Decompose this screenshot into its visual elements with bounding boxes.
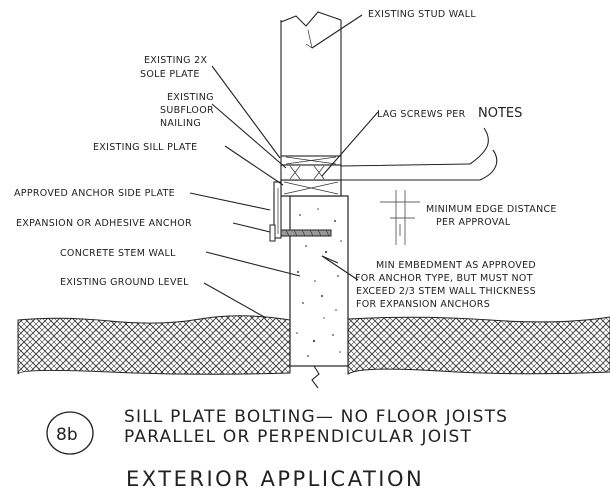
label-anchor-side-plate: APPROVED ANCHOR SIDE PLATE bbox=[14, 188, 175, 199]
label-sill-plate: EXISTING SILL PLATE bbox=[93, 142, 197, 153]
label-lag-screws-notes: NOTES bbox=[478, 106, 522, 121]
label-sole-plate-1: EXISTING 2X bbox=[144, 55, 207, 66]
detail-title-line-2: PARALLEL OR PERPENDICULAR JOIST bbox=[124, 427, 472, 447]
sill-plate bbox=[280, 179, 342, 197]
leader-lines bbox=[189, 14, 379, 319]
floor-edge bbox=[340, 127, 498, 181]
detail-title-line-1: SILL PLATE BOLTING— NO FLOOR JOISTS bbox=[124, 407, 508, 427]
label-edge-distance-1: MINIMUM EDGE DISTANCE bbox=[426, 204, 557, 215]
label-embedment-4: FOR EXPANSION ANCHORS bbox=[356, 299, 490, 310]
concrete-stem-wall bbox=[289, 195, 349, 389]
anchor-side-plate bbox=[273, 181, 282, 239]
stud-wall bbox=[280, 11, 342, 181]
expansion-anchor bbox=[269, 224, 332, 242]
label-stem-wall: CONCRETE STEM WALL bbox=[60, 248, 176, 259]
label-lag-screws: LAG SCREWS PER bbox=[377, 109, 466, 120]
label-edge-distance-2: PER APPROVAL bbox=[436, 217, 511, 228]
detail-id: 8b bbox=[56, 425, 78, 445]
label-subfloor-1: EXISTING bbox=[167, 92, 214, 103]
label-embedment-1: MIN EMBEDMENT AS APPROVED bbox=[376, 260, 536, 271]
label-sole-plate-2: SOLE PLATE bbox=[140, 69, 200, 80]
ground-hatch bbox=[17, 315, 610, 375]
label-existing-stud-wall: EXISTING STUD WALL bbox=[368, 9, 476, 20]
label-expansion-anchor: EXPANSION OR ADHESIVE ANCHOR bbox=[16, 218, 192, 229]
label-ground-level: EXISTING GROUND LEVEL bbox=[60, 277, 189, 288]
label-subfloor-2: SUBFLOOR bbox=[160, 105, 214, 116]
edge-distance-dimension bbox=[380, 190, 420, 245]
label-subfloor-3: NAILING bbox=[160, 118, 201, 129]
detail-subtitle: EXTERIOR APPLICATION bbox=[126, 467, 424, 491]
label-embedment-3: EXCEED 2/3 STEM WALL THICKNESS bbox=[356, 286, 536, 297]
detail-bubble bbox=[46, 411, 94, 455]
label-embedment-2: FOR ANCHOR TYPE, BUT MUST NOT bbox=[355, 273, 533, 284]
